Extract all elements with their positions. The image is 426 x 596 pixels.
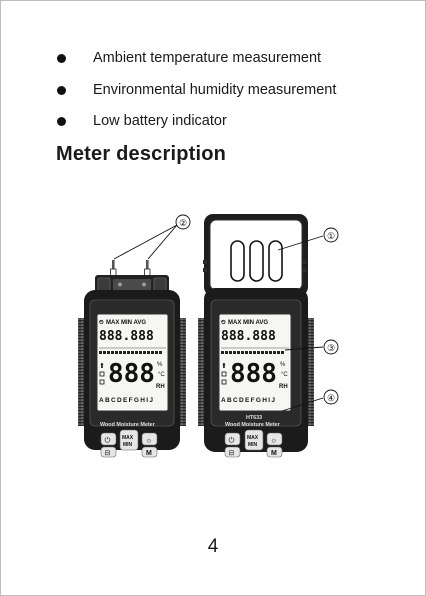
mode-button[interactable]: M [267, 447, 282, 457]
svg-text:MAX: MAX [122, 435, 134, 441]
svg-text:⏲: ⏲ [221, 319, 226, 326]
model-label: HT633 [246, 415, 262, 421]
lcd-screen: ⏲ MAX MIN AVG 888.888 888 ⬆ % °C RH ABCD… [219, 314, 291, 411]
callout-number: ① [327, 231, 335, 241]
light-icon: ☼ [271, 436, 278, 445]
power-button[interactable]: ⏻ [225, 433, 240, 445]
lcd-screen: ⏲ MAX MIN AVG 888.888 888 ⬆ % °C RH ABCD… [97, 314, 168, 411]
hold-button[interactable]: ⊟ [225, 447, 240, 457]
lcd-unit: RH [279, 384, 288, 390]
hold-icon: ⊟ [105, 450, 111, 457]
lcd-header: MAX MIN AVG [106, 320, 146, 326]
hold-button[interactable]: ⊟ [101, 447, 116, 457]
svg-text:°C: °C [158, 372, 165, 378]
svg-text:MIN: MIN [123, 442, 133, 448]
button-panel: ⏻ MAX MIN ☼ ⊟ M [225, 430, 282, 457]
lcd-main-digits: 888 [108, 359, 155, 389]
callout-number: ④ [327, 393, 335, 403]
callout-2: ② [114, 215, 190, 259]
callout-number: ② [179, 218, 187, 228]
maxmin-button[interactable]: MAX MIN [120, 430, 138, 450]
svg-text:MAX: MAX [247, 435, 259, 441]
svg-text:%: % [280, 362, 286, 368]
hold-icon: ⊟ [229, 450, 235, 457]
protective-cap [203, 214, 308, 296]
lcd-main-digits: 888 [230, 359, 277, 389]
brand-label: Wood Moisture Meter [225, 422, 281, 428]
lcd-letters: ABCDEFGHIJ [221, 397, 276, 404]
lcd-top-digits: 888.888 [99, 329, 154, 344]
lcd-top-digits: 888.888 [221, 329, 276, 344]
svg-text:°C: °C [281, 372, 288, 378]
maxmin-button[interactable]: MAX MIN [245, 430, 263, 450]
svg-text:⏲: ⏲ [99, 319, 104, 326]
meter-left: ⏲ MAX MIN AVG 888.888 888 ⬆ % °C RH ABCD… [78, 260, 186, 457]
brand-label: Wood Moisture Meter [100, 422, 156, 428]
lcd-letters: ABCDEFGHIJ [99, 397, 154, 404]
light-icon: ☼ [146, 436, 153, 445]
svg-text:⬆: ⬆ [99, 362, 105, 370]
page-number: 4 [0, 536, 426, 558]
power-button[interactable]: ⏻ [101, 433, 116, 445]
svg-text:MIN: MIN [248, 442, 258, 448]
lcd-unit: RH [156, 384, 165, 390]
lcd-header: MAX MIN AVG [228, 320, 268, 326]
light-button[interactable]: ☼ [142, 433, 157, 445]
callout-number: ③ [327, 343, 335, 353]
svg-text:⬆: ⬆ [221, 362, 227, 370]
svg-text:%: % [157, 362, 163, 368]
meter-right: ⏲ MAX MIN AVG 888.888 888 ⬆ % °C RH ABCD… [198, 214, 314, 457]
light-button[interactable]: ☼ [267, 433, 282, 445]
svg-text:M: M [271, 450, 277, 457]
mode-button[interactable]: M [142, 447, 157, 457]
svg-text:M: M [146, 450, 152, 457]
button-panel: ⏻ MAX MIN ☼ ⊟ M [101, 430, 157, 457]
